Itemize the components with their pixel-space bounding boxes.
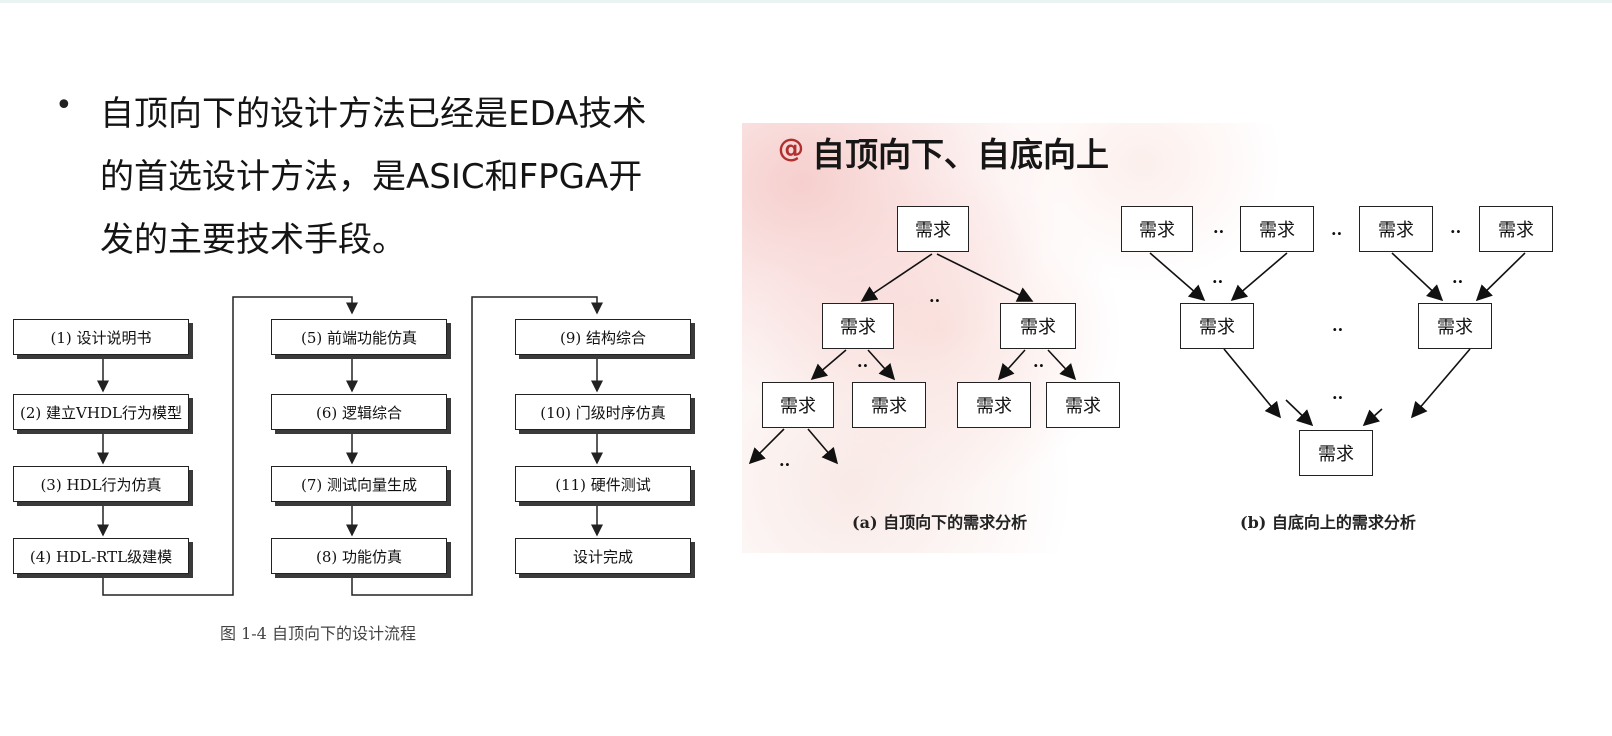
flow-step-8: (8) 功能仿真 (271, 538, 447, 574)
topdown-node-l2-3: 需求 (957, 382, 1031, 428)
bullet-line-1: 自顶向下的设计方法已经是EDA技术 (100, 94, 647, 134)
bottomup-ellipsis-5: .. (1452, 268, 1464, 287)
requirement-analysis-panel: @ 自顶向下、自底向上 需求 需求 需求 需求 需求 需求 需求 .. .. .… (742, 123, 1612, 553)
topdown-ellipsis-1: .. (929, 287, 941, 306)
topdown-node-l2-2: 需求 (852, 382, 926, 428)
bottomup-ellipsis-1: .. (1213, 218, 1225, 237)
caption-topdown: (a) 自顶向下的需求分析 (852, 513, 1028, 532)
topdown-node-l2-1: 需求 (762, 382, 834, 428)
bottomup-node-bottom: 需求 (1299, 430, 1373, 476)
flow-step-5: (5) 前端功能仿真 (271, 319, 447, 355)
bullet-line-3: 发的主要技术手段。 (100, 220, 406, 260)
bottomup-node-top-2: 需求 (1240, 206, 1314, 252)
flow-step-3: (3) HDL行为仿真 (13, 466, 189, 502)
design-flow-diagram: (1) 设计说明书 (2) 建立VHDL行为模型 (3) HDL行为仿真 (4)… (0, 285, 720, 665)
bottomup-ellipsis-7: .. (1332, 384, 1344, 403)
bottomup-node-mid-left: 需求 (1180, 303, 1254, 349)
bottomup-ellipsis-2: .. (1331, 220, 1343, 239)
bottomup-ellipsis-3: .. (1450, 218, 1462, 237)
topdown-ellipsis-2: .. (857, 352, 869, 371)
analysis-title: 自顶向下、自底向上 (812, 135, 1109, 174)
flow-step-6: (6) 逻辑综合 (271, 394, 447, 430)
topdown-node-l2-4: 需求 (1046, 382, 1120, 428)
flow-step-7: (7) 测试向量生成 (271, 466, 447, 502)
bottomup-node-top-1: 需求 (1121, 206, 1193, 252)
top-accent-line (0, 0, 1612, 3)
bullet-paragraph: 自顶向下的设计方法已经是EDA技术 的首选设计方法，是ASIC和FPGA开 发的… (100, 83, 690, 272)
bullet-line-2: 的首选设计方法，是ASIC和FPGA开 (100, 157, 643, 197)
topdown-ellipsis-4: .. (779, 451, 791, 470)
flow-figure-caption: 图 1-4 自顶向下的设计流程 (220, 624, 416, 643)
topdown-node-root: 需求 (897, 206, 969, 252)
topdown-node-l1-right: 需求 (1000, 303, 1076, 349)
flow-step-1: (1) 设计说明书 (13, 319, 189, 355)
topdown-node-l1-left: 需求 (822, 303, 894, 349)
bullet-marker: • (55, 88, 73, 123)
bottomup-ellipsis-4: .. (1212, 268, 1224, 287)
flow-connectors (97, 296, 603, 596)
bottomup-node-mid-right: 需求 (1418, 303, 1492, 349)
flow-step-4: (4) HDL-RTL级建模 (13, 538, 189, 574)
flow-step-done: 设计完成 (515, 538, 691, 574)
topdown-ellipsis-3: .. (1033, 352, 1045, 371)
caption-bottomup: (b) 自底向上的需求分析 (1240, 513, 1416, 532)
flow-step-10: (10) 门级时序仿真 (515, 394, 691, 430)
bottomup-node-top-4: 需求 (1479, 206, 1553, 252)
flow-step-9: (9) 结构综合 (515, 319, 691, 355)
flow-step-11: (11) 硬件测试 (515, 466, 691, 502)
analysis-connectors (748, 252, 1526, 465)
bottomup-ellipsis-6: .. (1332, 316, 1344, 335)
flow-step-2: (2) 建立VHDL行为模型 (13, 394, 189, 430)
swirl-icon: @ (778, 134, 804, 164)
bottomup-node-top-3: 需求 (1359, 206, 1433, 252)
